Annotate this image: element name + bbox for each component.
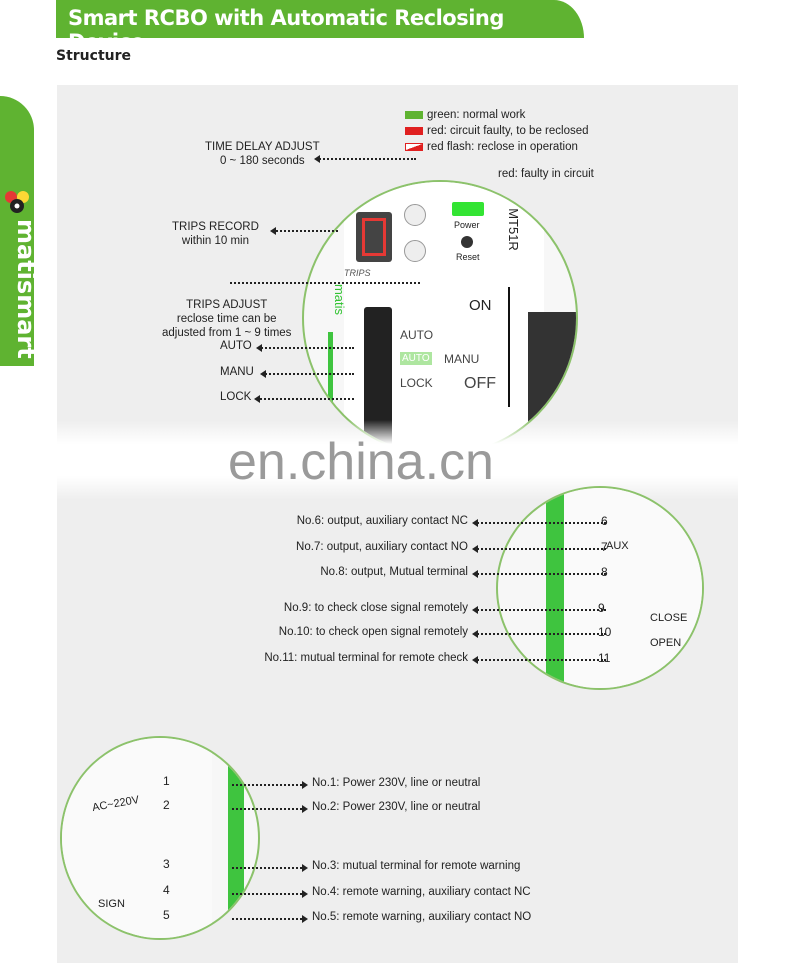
terminal-label: No.6: output, auxiliary contact NC [296,515,468,527]
leader-line [472,545,606,553]
terminal-number: 3 [163,857,170,871]
watermark: en.china.cn [228,433,494,491]
aux-label: AUX [606,540,629,552]
legend-swatch [405,110,423,119]
brand-side-tab [0,96,34,366]
sign-label: SIGN [98,898,125,910]
leader-line [232,890,308,898]
leader-line [472,519,606,527]
manu-label: MANU [220,366,254,378]
terminal-number: 10 [598,625,612,639]
legend-item: red: circuit faulty, to be reclosed [405,123,589,139]
terminal-label: No.9: to check close signal remotely [283,602,468,614]
leader-line [232,864,308,872]
leader-line [232,915,308,923]
legend-item: red flash: reclose in operation [405,139,589,155]
leader-line [472,656,606,664]
legend-swatch [405,126,423,135]
legend-item: green: normal work [405,107,589,123]
terminal-label: No.5: remote warning, auxiliary contact … [312,911,532,923]
power-label: Power [454,220,480,230]
terminal-label: No.1: Power 230V, line or neutral [312,777,481,789]
terminal-number: 9 [598,601,605,615]
terminal-number: 4 [163,883,170,897]
trips-dial[interactable] [404,240,426,262]
trips-display [356,212,392,262]
power-led [452,202,484,216]
on-off-arrow [508,287,510,407]
title-banner: Smart RCBO with Automatic Reclosing Devi… [56,0,584,54]
page-title: Smart RCBO with Automatic Reclosing Devi… [68,6,504,54]
leader-line [472,630,606,638]
terminal-number: 2 [163,798,170,812]
device-bottom-closeup [60,736,260,940]
terminal-label: No.10: to check open signal remotely [278,626,468,638]
on-label: ON [469,297,492,314]
leader-line [232,781,308,789]
close-label: CLOSE [650,612,688,624]
legend-label: red flash: reclose in operation [427,141,578,153]
model-label: MT51R [505,208,521,251]
leader-line [472,570,606,578]
leader-line [260,370,354,378]
mode-window: AUTO [400,352,432,365]
terminal-label: No.11: mutual terminal for remote check [264,652,468,664]
leader-line [472,606,606,614]
terminal-label: No.4: remote warning, auxiliary contact … [312,886,531,898]
legend-label: red: circuit faulty, to be reclosed [427,125,589,137]
reset-note: red: faulty in circuit [498,168,594,180]
brand-logo-icon [5,191,29,213]
led-legend: green: normal work red: circuit faulty, … [405,107,589,155]
leader-line [232,805,308,813]
time-delay-dial[interactable] [404,204,426,226]
leader-line [314,155,416,163]
watermark-band [0,420,794,500]
leader-line [254,395,354,403]
reset-button[interactable] [461,236,473,248]
auto-label: AUTO [220,340,252,352]
leader-line [230,282,420,284]
reset-label: Reset [456,252,480,262]
terminal-number: 5 [163,908,170,922]
brand-print: matis [332,283,348,316]
off-label: OFF [464,375,496,392]
terminal-number: 7 [601,540,608,554]
leader-line [270,227,338,235]
brand-name: matismart [12,219,40,359]
terminal-label: No.3: mutual terminal for remote warning [312,860,521,872]
leader-line [256,344,354,352]
terminal-number: 8 [601,565,608,579]
green-strip [328,332,333,402]
open-label: OPEN [650,637,682,649]
lock-label: LOCK [220,391,252,403]
terminal-number: 1 [163,774,170,788]
device-top-closeup: TRIPS Power Reset MT51R matis AUTO AUTO … [302,180,578,456]
terminal-number: 6 [601,514,608,528]
legend-swatch [405,142,423,151]
terminal-label: No.8: output, Mutual terminal [320,566,468,578]
section-heading: Structure [56,48,132,64]
terminal-label: No.7: output, auxiliary contact NO [296,541,468,553]
terminal-number: 11 [598,651,611,665]
device-middle-closeup [496,486,704,690]
terminal-label: No.2: Power 230V, line or neutral [312,801,481,813]
legend-label: green: normal work [427,109,526,121]
device-manu-label: MANU [444,352,480,366]
device-auto-label: AUTO [400,328,434,342]
device-lock-label: LOCK [400,376,433,390]
trips-label: TRIPS [344,268,371,278]
